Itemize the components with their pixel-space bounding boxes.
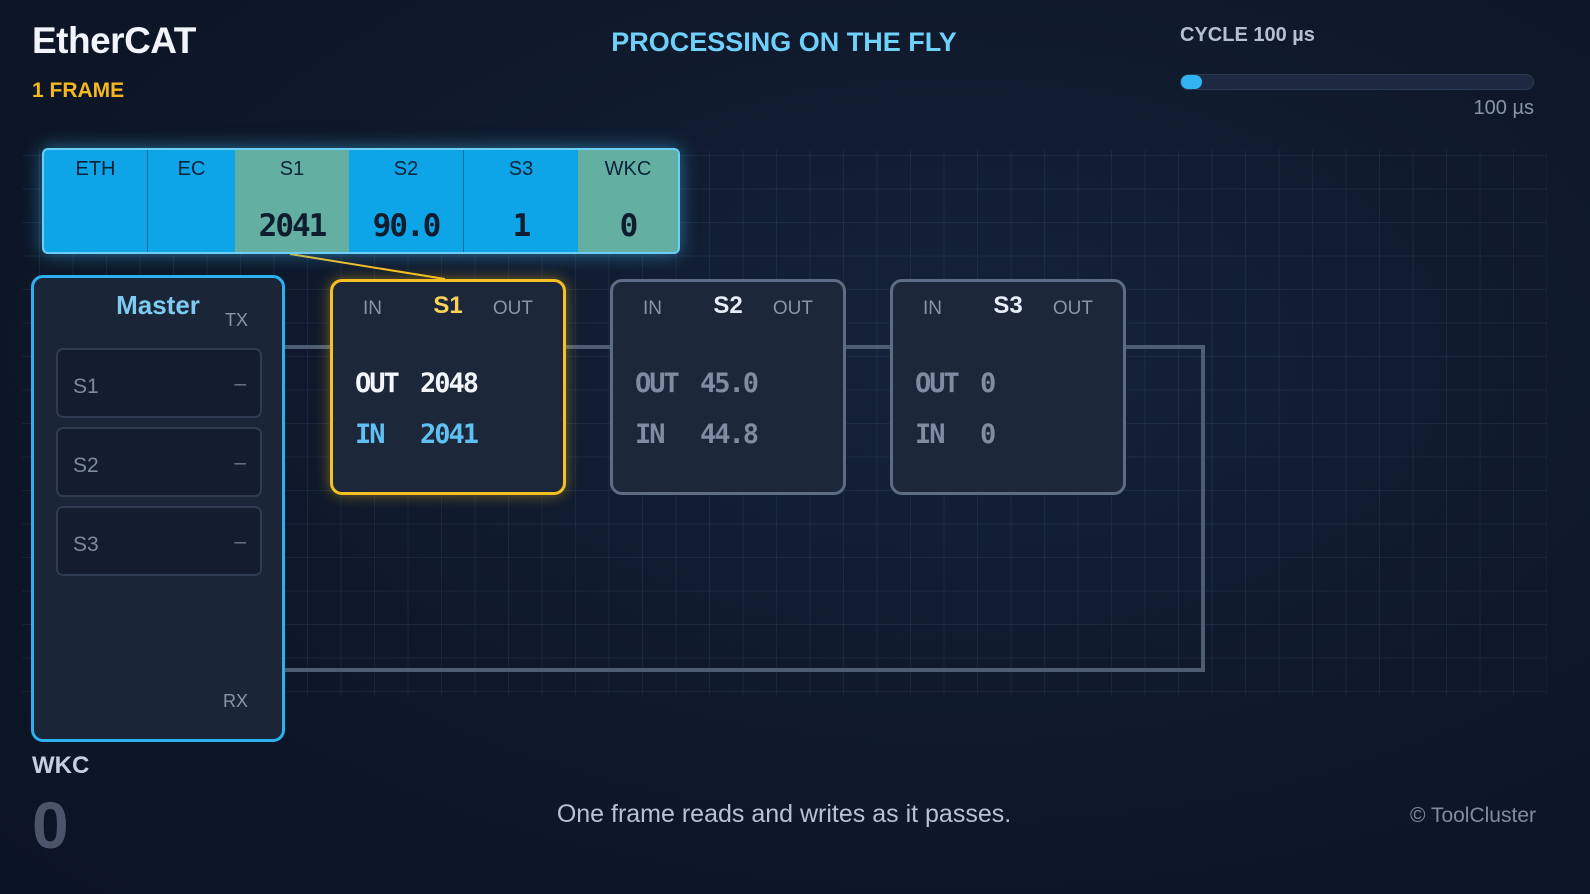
master-slot-s2: S2 – xyxy=(56,427,262,497)
cycle-progress-bar xyxy=(1180,74,1534,90)
master-slot-s1: S1 – xyxy=(56,348,262,418)
frame-cell-label: S2 xyxy=(393,158,419,180)
slave-input-row: IN 2041 xyxy=(355,419,479,450)
master-slot-s3: S3 – xyxy=(56,506,262,576)
slave-node-s2: IN S2 OUT OUT 45.0 IN 44.8 xyxy=(610,279,846,495)
output-key: OUT xyxy=(635,368,680,399)
frame-cell-label: S1 xyxy=(279,158,305,180)
slot-value: – xyxy=(234,451,246,474)
input-value: 44.8 xyxy=(700,419,759,450)
frame-count: 1 FRAME xyxy=(32,79,125,102)
frame-cell-value: 1 xyxy=(512,208,532,244)
cycle-label: CYCLE 100 µs xyxy=(1180,24,1315,46)
ethercat-frame: ETH EC S1 2041 S2 90.0 S3 1 WKC 0 xyxy=(42,148,680,254)
slave-input-row: IN 44.8 xyxy=(635,419,759,450)
slot-name: S2 xyxy=(73,454,99,477)
slave-name: S3 xyxy=(993,292,1023,319)
wkc-label: WKC xyxy=(32,752,90,779)
slave-output-row: OUT 45.0 xyxy=(635,368,759,399)
slave-in-label: IN xyxy=(643,298,662,319)
master-node: Master TX S1 – S2 – S3 – RX xyxy=(31,275,285,742)
frame-pointer-line xyxy=(289,253,446,280)
slave-in-label: IN xyxy=(363,298,382,319)
frame-cell-value: 90.0 xyxy=(372,208,442,244)
cycle-value: 100 µs xyxy=(1473,97,1534,119)
input-value: 0 xyxy=(980,419,996,450)
frame-cell-value: 0 xyxy=(619,208,639,244)
wkc-counter: 0 xyxy=(32,788,69,862)
master-rx-label: RX xyxy=(222,691,248,711)
slave-out-label: OUT xyxy=(772,298,813,319)
slave-output-row: OUT 0 xyxy=(915,368,996,399)
frame-cell-value: 2041 xyxy=(258,208,328,244)
frame-cell-eth: ETH xyxy=(44,150,148,252)
frame-cell-label: WKC xyxy=(604,158,652,180)
input-key: IN xyxy=(635,419,666,450)
slot-value: – xyxy=(234,530,246,553)
frame-cell-wkc: WKC 0 xyxy=(578,150,678,252)
caption: One frame reads and writes as it passes. xyxy=(556,800,1012,828)
slave-node-s1: IN S1 OUT OUT 2048 IN 2041 xyxy=(330,279,566,495)
slave-input-row: IN 0 xyxy=(915,419,996,450)
frame-cell-ec: EC xyxy=(148,150,235,252)
output-key: OUT xyxy=(915,368,960,399)
frame-cell-s3: S3 1 xyxy=(464,150,578,252)
credit: © ToolCluster xyxy=(1410,804,1536,827)
input-value: 2041 xyxy=(420,419,479,450)
input-key: IN xyxy=(355,419,386,450)
slave-out-label: OUT xyxy=(1052,298,1093,319)
output-key: OUT xyxy=(355,368,400,399)
slave-name: S1 xyxy=(433,292,463,319)
mode-title: PROCESSING ON THE FLY xyxy=(611,27,957,57)
bus-line-return xyxy=(285,345,1205,672)
output-value: 0 xyxy=(980,368,996,399)
cycle-progress-fill xyxy=(1181,75,1203,89)
output-value: 45.0 xyxy=(700,368,759,399)
frame-cell-s2: S2 90.0 xyxy=(349,150,464,252)
slot-value: – xyxy=(234,372,246,395)
slave-name: S2 xyxy=(713,292,743,319)
slave-output-row: OUT 2048 xyxy=(355,368,479,399)
slot-name: S1 xyxy=(73,375,99,398)
frame-cell-label: EC xyxy=(177,158,206,180)
input-key: IN xyxy=(915,419,946,450)
frame-cell-label: ETH xyxy=(75,158,116,180)
master-title: Master xyxy=(116,290,200,320)
slave-out-label: OUT xyxy=(492,298,533,319)
output-value: 2048 xyxy=(420,368,479,399)
frame-cell-s1: S1 2041 xyxy=(235,150,349,252)
master-tx-label: TX xyxy=(224,310,248,330)
frame-cell-label: S3 xyxy=(508,158,534,180)
app-title: EtherCAT xyxy=(32,20,196,61)
slot-name: S3 xyxy=(73,533,99,556)
slave-node-s3: IN S3 OUT OUT 0 IN 0 xyxy=(890,279,1126,495)
slave-in-label: IN xyxy=(923,298,942,319)
